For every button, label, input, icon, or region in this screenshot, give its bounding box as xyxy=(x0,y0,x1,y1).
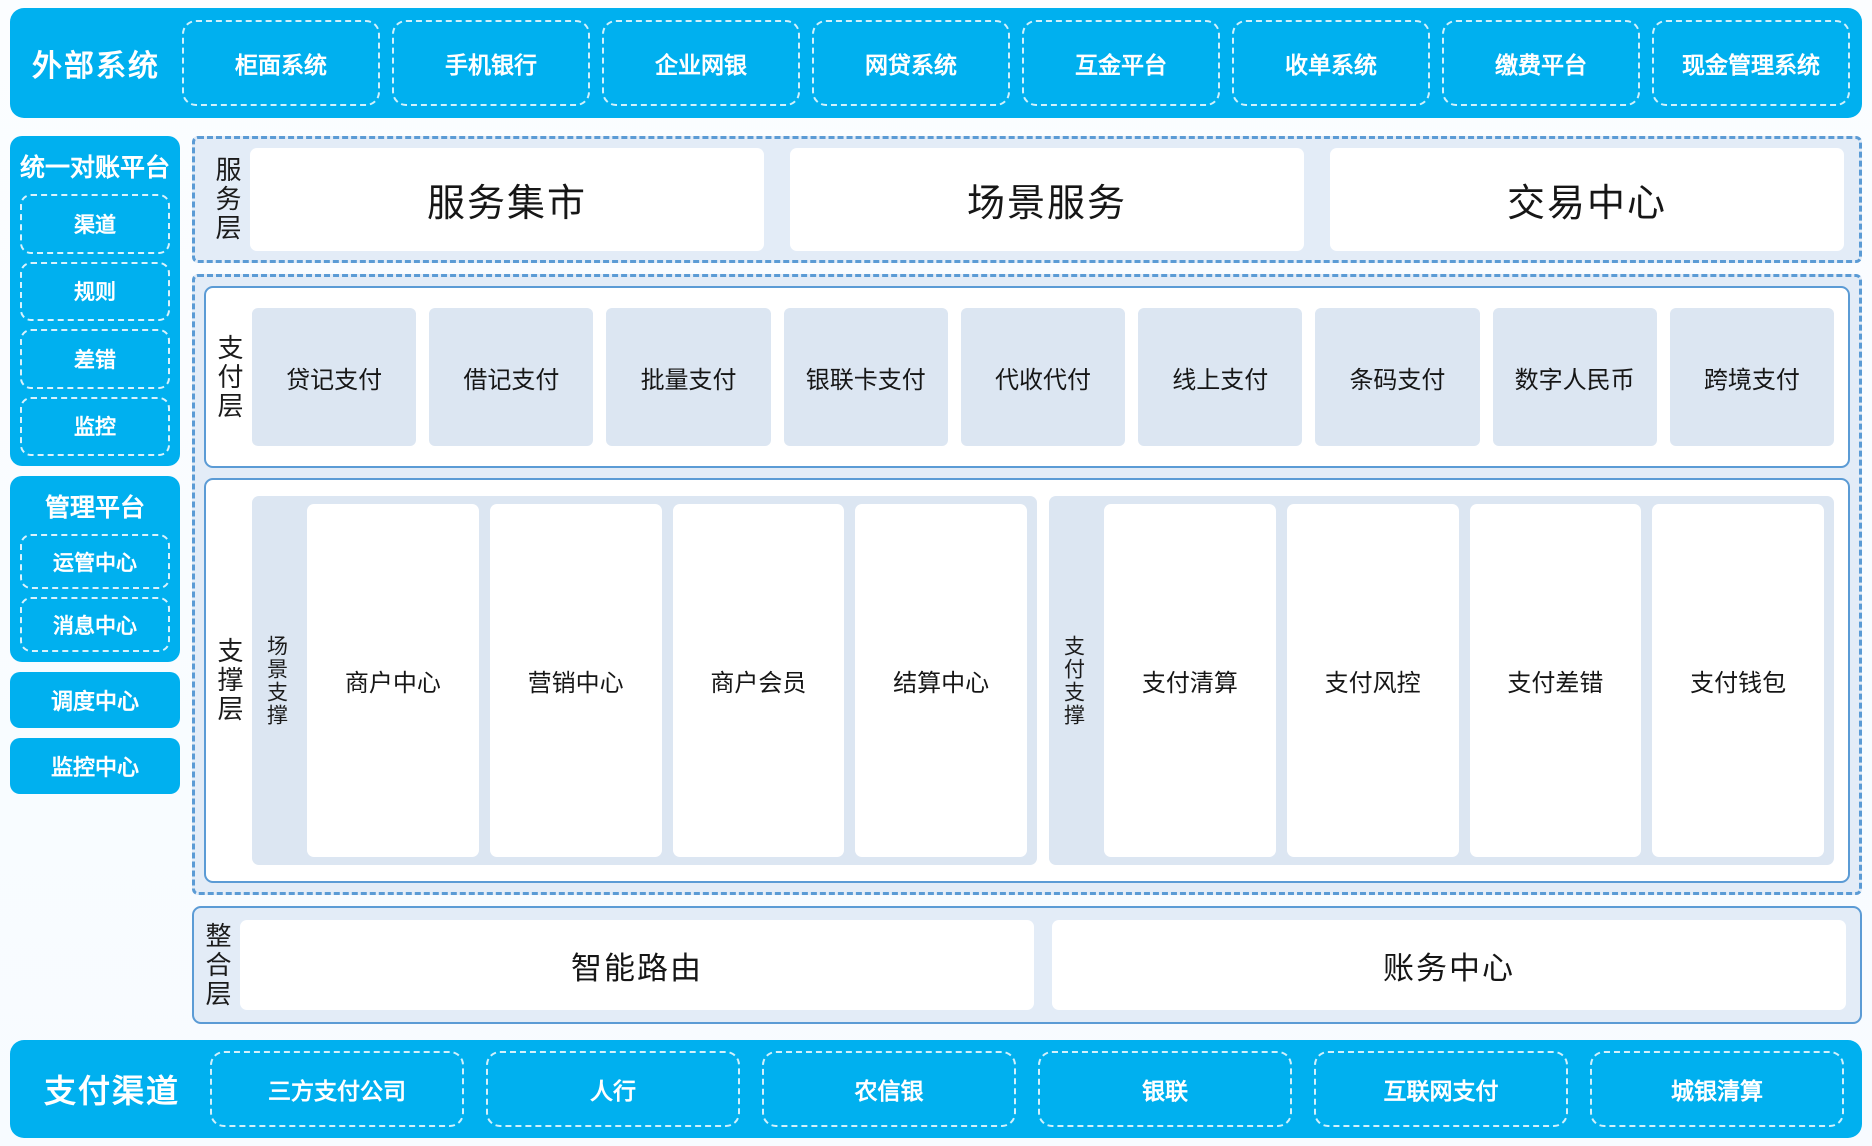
payment-channels-title: 支付渠道 xyxy=(44,1073,181,1109)
external-system-chip[interactable]: 企业网银 xyxy=(602,20,800,106)
external-system-chip[interactable]: 互金平台 xyxy=(1022,20,1220,106)
payment-tile[interactable]: 借记支付 xyxy=(429,308,594,446)
external-systems-bar: 外部系统 柜面系统 手机银行 企业网银 网贷系统 互金平台 收单系统 缴费平台 … xyxy=(10,8,1862,118)
payment-support-label: 支付支撑 xyxy=(1061,634,1085,727)
management-platform-title: 管理平台 xyxy=(45,494,146,522)
support-card-merchant-center[interactable]: 商户中心 xyxy=(307,504,479,857)
sidebar-item-rule[interactable]: 规则 xyxy=(20,261,171,321)
sidebar-item-monitoring-center[interactable]: 监控中心 xyxy=(10,738,181,794)
external-systems-items: 柜面系统 手机银行 企业网银 网贷系统 互金平台 收单系统 缴费平台 现金管理系… xyxy=(182,20,1862,106)
support-card-payment-error[interactable]: 支付差错 xyxy=(1469,504,1642,857)
scenario-support-label: 场景支撑 xyxy=(264,634,288,727)
sidebar-panel-management: 管理平台 运管中心 消息中心 xyxy=(10,476,181,662)
payment-layer-tiles: 贷记支付 借记支付 批量支付 银联卡支付 代收代付 线上支付 条码支付 数字人民… xyxy=(252,288,1848,466)
sidebar-item-message-center[interactable]: 消息中心 xyxy=(20,597,171,652)
service-layer-container: 服务层 服务集市 场景服务 交易中心 xyxy=(192,136,1862,263)
sidebar-item-operations-center[interactable]: 运管中心 xyxy=(20,534,171,589)
payment-channels-items: 三方支付公司 人行 农信银 银联 互联网支付 城银清算 xyxy=(210,1051,1862,1127)
support-layer-label: 支撑层 xyxy=(214,637,245,724)
reconcile-platform-title: 统一对账平台 xyxy=(20,154,171,182)
sidebar-item-error[interactable]: 差错 xyxy=(20,329,171,389)
integration-card-accounting-center[interactable]: 账务中心 xyxy=(1052,920,1847,1010)
sidebar-item-monitor[interactable]: 监控 xyxy=(20,396,171,456)
service-layer-cards: 服务集市 场景服务 交易中心 xyxy=(250,148,1850,251)
support-layer-panel: 支撑层 场景支撑 商户中心 营销中心 商户会员 结算中心 支付支撑 支付清算 xyxy=(204,478,1850,883)
service-card-transaction[interactable]: 交易中心 xyxy=(1330,148,1845,251)
external-systems-title: 外部系统 xyxy=(32,50,160,83)
sidebar-item-channel[interactable]: 渠道 xyxy=(20,194,171,254)
payment-tile[interactable]: 贷记支付 xyxy=(252,308,417,446)
integration-card-smart-routing[interactable]: 智能路由 xyxy=(240,920,1035,1010)
service-layer-label: 服务层 xyxy=(212,156,243,243)
sidebar-item-scheduling-center[interactable]: 调度中心 xyxy=(10,672,181,728)
support-card-merchant-member[interactable]: 商户会员 xyxy=(672,504,845,857)
integration-layer-cards: 智能路由 账务中心 xyxy=(240,908,1860,1022)
support-card-payment-wallet[interactable]: 支付钱包 xyxy=(1652,504,1825,857)
payment-layer-panel: 支付层 贷记支付 借记支付 批量支付 银联卡支付 代收代付 线上支付 条码支付 … xyxy=(204,286,1850,468)
integration-layer-panel: 整合层 智能路由 账务中心 xyxy=(192,906,1862,1024)
service-card-scenario[interactable]: 场景服务 xyxy=(790,148,1305,251)
payment-tile[interactable]: 数字人民币 xyxy=(1492,308,1657,446)
external-system-chip[interactable]: 现金管理系统 xyxy=(1652,20,1850,106)
external-system-chip[interactable]: 收单系统 xyxy=(1232,20,1430,106)
payment-tile[interactable]: 批量支付 xyxy=(606,308,771,446)
support-group-payment: 支付支撑 支付清算 支付风控 支付差错 支付钱包 xyxy=(1049,496,1835,865)
integration-layer-label: 整合层 xyxy=(202,921,233,1009)
payment-channel-chip[interactable]: 城银清算 xyxy=(1590,1051,1845,1127)
payment-channels-bar: 支付渠道 三方支付公司 人行 农信银 银联 互联网支付 城银清算 xyxy=(10,1040,1862,1138)
external-system-chip[interactable]: 手机银行 xyxy=(392,20,590,106)
payment-tile[interactable]: 银联卡支付 xyxy=(783,308,948,446)
service-card-market[interactable]: 服务集市 xyxy=(250,148,765,251)
support-group-scenario: 场景支撑 商户中心 营销中心 商户会员 结算中心 xyxy=(252,496,1038,865)
payment-channel-chip[interactable]: 互联网支付 xyxy=(1314,1051,1569,1127)
payment-channel-chip[interactable]: 三方支付公司 xyxy=(210,1051,465,1127)
support-card-marketing-center[interactable]: 营销中心 xyxy=(489,504,662,857)
support-card-payment-clearing[interactable]: 支付清算 xyxy=(1104,504,1276,857)
service-layer-row: 服务层 服务集市 场景服务 交易中心 xyxy=(204,148,1850,251)
content-column: 服务层 服务集市 场景服务 交易中心 支付层 贷记支付 借记支付 批量 xyxy=(192,136,1862,1024)
support-card-payment-riskcontrol[interactable]: 支付风控 xyxy=(1286,504,1459,857)
external-system-chip[interactable]: 柜面系统 xyxy=(182,20,380,106)
payment-channel-chip[interactable]: 银联 xyxy=(1038,1051,1293,1127)
support-layer-body: 场景支撑 商户中心 营销中心 商户会员 结算中心 支付支撑 支付清算 支付风控 … xyxy=(252,480,1848,881)
payment-tile[interactable]: 条码支付 xyxy=(1315,308,1480,446)
external-system-chip[interactable]: 缴费平台 xyxy=(1442,20,1640,106)
sidebar-panel-reconcile: 统一对账平台 渠道 规则 差错 监控 xyxy=(10,136,181,466)
payment-tile[interactable]: 代收代付 xyxy=(960,308,1126,446)
payment-layer-label: 支付层 xyxy=(214,333,245,421)
middle-section: 统一对账平台 渠道 规则 差错 监控 管理平台 运管中心 消息中心 调度中心 监… xyxy=(10,136,1862,1024)
payment-tile[interactable]: 线上支付 xyxy=(1138,308,1303,446)
sidebar: 统一对账平台 渠道 规则 差错 监控 管理平台 运管中心 消息中心 调度中心 监… xyxy=(10,136,181,1024)
payment-channel-chip[interactable]: 人行 xyxy=(486,1051,741,1127)
payment-channel-chip[interactable]: 农信银 xyxy=(762,1051,1017,1127)
payment-tile[interactable]: 跨境支付 xyxy=(1669,308,1834,446)
core-layers-container: 支付层 贷记支付 借记支付 批量支付 银联卡支付 代收代付 线上支付 条码支付 … xyxy=(192,274,1862,895)
support-card-settlement-center[interactable]: 结算中心 xyxy=(855,504,1028,857)
external-system-chip[interactable]: 网贷系统 xyxy=(812,20,1010,106)
